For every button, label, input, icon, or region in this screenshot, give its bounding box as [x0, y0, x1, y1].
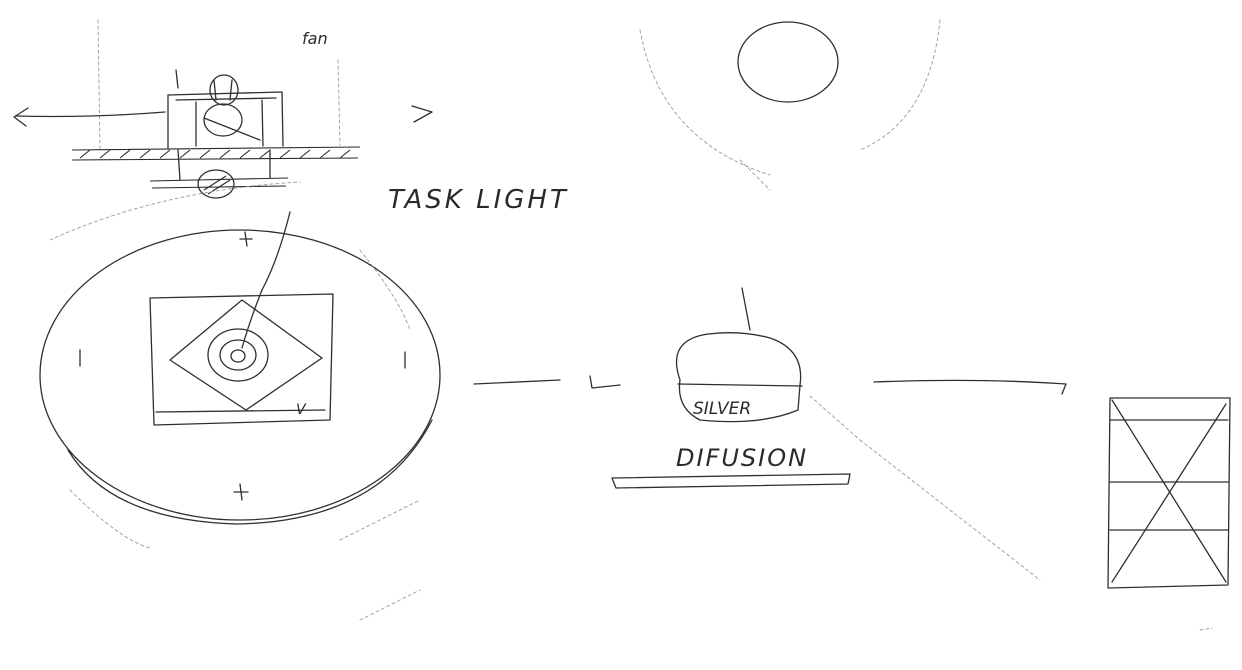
silver-bulb-diagram: SILVER DIFUSION — [612, 288, 1040, 580]
task-light-label: TASK LIGHT — [388, 185, 569, 215]
fan-fixture-side-view: fan — [14, 20, 432, 198]
right-arrow — [412, 106, 432, 122]
plan-view-diagram: V — [40, 182, 440, 548]
left-arrow — [16, 112, 165, 117]
silver-label: SILVER — [693, 399, 751, 419]
top-circle-sketch — [640, 20, 940, 190]
connector-left — [474, 376, 620, 388]
faint-stroke — [360, 590, 420, 620]
faint-stroke — [1200, 628, 1212, 630]
corner-v-label: V — [296, 402, 307, 418]
fan-label: fan — [302, 29, 328, 48]
connector-right — [874, 380, 1066, 394]
diffusion-label: DIFUSION — [676, 444, 808, 472]
right-panel-sketch — [1108, 398, 1230, 588]
